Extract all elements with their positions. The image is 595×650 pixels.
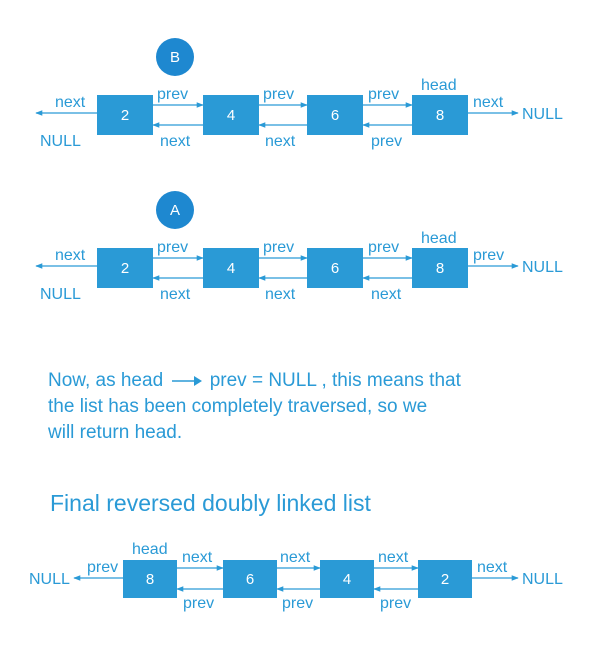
explanation-paragraph: Now, as head prev = NULL , this means th… — [48, 368, 568, 446]
node-b-1 — [97, 95, 153, 135]
label-prev-1: prev — [157, 239, 188, 256]
node-final-4 — [418, 560, 472, 598]
label-next: next — [55, 247, 86, 264]
node-b-2 — [203, 95, 259, 135]
node-a-3-value: 6 — [331, 260, 339, 277]
node-final-1-value: 8 — [146, 571, 154, 588]
paragraph-line-1: Now, as head prev = NULL , this means th… — [48, 368, 568, 394]
label-next-1: next — [160, 286, 191, 303]
node-final-2 — [223, 560, 277, 598]
label-null-right: NULL — [522, 571, 563, 588]
label-prev-3: prev — [380, 595, 411, 612]
label-null-left: NULL — [29, 571, 70, 588]
label-next: next — [55, 94, 86, 111]
label-prev-1: prev — [157, 86, 188, 103]
badge-a-label: A — [170, 202, 180, 219]
badge-b-label: B — [170, 49, 180, 66]
node-final-3-value: 4 — [343, 571, 351, 588]
node-b-4 — [412, 95, 468, 135]
label-next-3: next — [378, 549, 409, 566]
label-prev-3: prev — [368, 239, 399, 256]
node-a-3 — [307, 248, 363, 288]
label-next-right: next — [473, 94, 504, 111]
node-final-2-value: 6 — [246, 571, 254, 588]
label-next-2: next — [265, 133, 296, 150]
label-null-right: NULL — [522, 259, 563, 276]
label-prev-1: prev — [183, 595, 214, 612]
label-prev-right: prev — [473, 247, 504, 264]
node-a-2 — [203, 248, 259, 288]
paragraph-line-1-end: prev = NULL , this means that — [209, 370, 461, 391]
label-next-right: next — [477, 559, 508, 576]
label-null-left: NULL — [40, 286, 81, 303]
arrow-right-icon — [172, 375, 203, 386]
node-b-3 — [307, 95, 363, 135]
paragraph-line-2: the list has been completely traversed, … — [48, 396, 428, 417]
node-a-4 — [412, 248, 468, 288]
label-prev-left: prev — [87, 559, 118, 576]
label-next-1: next — [182, 549, 213, 566]
paragraph-line-3: will return head. — [48, 422, 183, 443]
node-b-2-value: 4 — [227, 107, 235, 124]
label-next-2: next — [265, 286, 296, 303]
label-prev-2: prev — [263, 86, 294, 103]
final-list-title: Final reversed doubly linked list — [50, 490, 371, 516]
node-a-4-value: 8 — [436, 260, 444, 277]
label-head: head — [421, 77, 457, 94]
node-a-1 — [97, 248, 153, 288]
node-b-1-value: 2 — [121, 107, 129, 124]
node-final-1 — [123, 560, 177, 598]
badge-a — [156, 191, 194, 229]
label-head: head — [421, 230, 457, 247]
node-b-4-value: 8 — [436, 107, 444, 124]
label-next-1: next — [160, 133, 191, 150]
label-prev-back-3: prev — [371, 133, 402, 150]
node-final-4-value: 2 — [441, 571, 449, 588]
label-prev-3: prev — [368, 86, 399, 103]
node-b-3-value: 6 — [331, 107, 339, 124]
node-a-2-value: 4 — [227, 260, 235, 277]
diagram-a: A next NULL 2 4 6 8 prev next prev next … — [35, 191, 563, 303]
node-final-3 — [320, 560, 374, 598]
label-next-3: next — [371, 286, 402, 303]
diagram-b: B next NULL 2 4 6 8 prev next prev next … — [35, 38, 563, 150]
label-null-left: NULL — [40, 133, 81, 150]
label-null-right: NULL — [522, 106, 563, 123]
label-head: head — [132, 541, 168, 558]
paragraph-line-1-start: Now, as head — [48, 370, 164, 391]
label-next-2: next — [280, 549, 311, 566]
badge-b — [156, 38, 194, 76]
node-a-1-value: 2 — [121, 260, 129, 277]
label-prev-2: prev — [282, 595, 313, 612]
label-prev-2: prev — [263, 239, 294, 256]
final-list: NULL prev head 8 6 4 2 next prev next pr… — [29, 541, 563, 612]
